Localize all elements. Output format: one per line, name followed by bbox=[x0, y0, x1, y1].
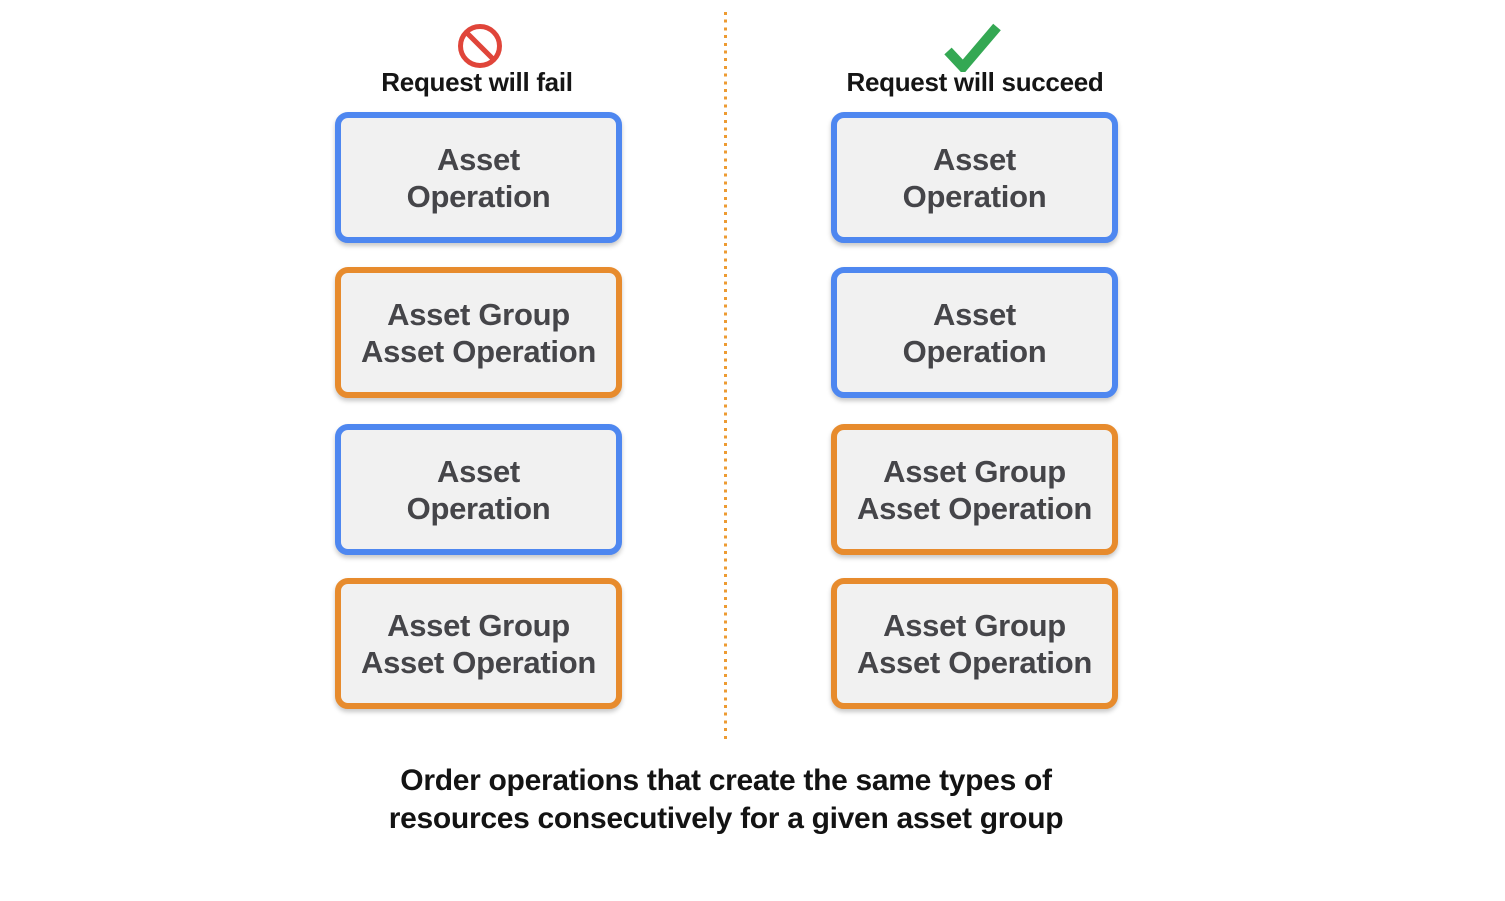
box-label: Asset Group Asset Operation bbox=[361, 296, 596, 369]
dotted-divider bbox=[724, 12, 727, 739]
box-label: Asset Group Asset Operation bbox=[361, 607, 596, 680]
box-label: Asset Operation bbox=[406, 453, 551, 526]
succeed-box-4-asset-group-asset-operation: Asset Group Asset Operation bbox=[831, 578, 1118, 709]
box-label: Asset Group Asset Operation bbox=[857, 607, 1092, 680]
diagram-caption: Order operations that create the same ty… bbox=[388, 764, 1064, 835]
succeed-box-1-asset-operation: Asset Operation bbox=[831, 112, 1118, 243]
succeed-box-2-asset-operation: Asset Operation bbox=[831, 267, 1118, 398]
checkmark-icon bbox=[941, 22, 1003, 75]
box-label: Asset Operation bbox=[902, 141, 1047, 214]
fail-box-2-asset-group-asset-operation: Asset Group Asset Operation bbox=[335, 267, 622, 398]
succeed-column-title: Request will succeed bbox=[846, 67, 1104, 97]
fail-box-1-asset-operation: Asset Operation bbox=[335, 112, 622, 243]
fail-column-title: Request will fail bbox=[381, 67, 573, 97]
fail-box-4-asset-group-asset-operation: Asset Group Asset Operation bbox=[335, 578, 622, 709]
prohibited-icon bbox=[457, 23, 503, 69]
box-label: Asset Operation bbox=[902, 296, 1047, 369]
box-label: Asset Group Asset Operation bbox=[857, 453, 1092, 526]
box-label: Asset Operation bbox=[406, 141, 551, 214]
fail-box-3-asset-operation: Asset Operation bbox=[335, 424, 622, 555]
succeed-box-3-asset-group-asset-operation: Asset Group Asset Operation bbox=[831, 424, 1118, 555]
